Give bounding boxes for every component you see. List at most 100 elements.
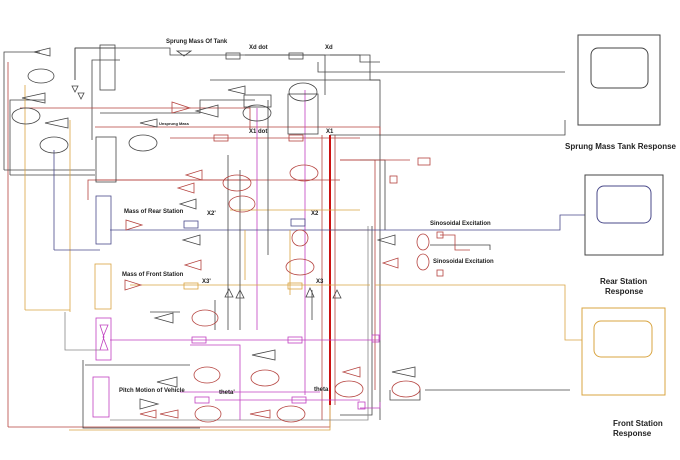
sum-block[interactable] bbox=[27, 68, 55, 84]
integrator-block[interactable] bbox=[291, 396, 307, 404]
sum-block[interactable] bbox=[391, 380, 421, 398]
sum-block[interactable] bbox=[128, 134, 158, 152]
gain-block[interactable] bbox=[227, 85, 246, 95]
gain-block[interactable] bbox=[21, 92, 46, 104]
sum-block[interactable] bbox=[194, 405, 222, 423]
gain-block[interactable] bbox=[139, 118, 158, 128]
integrator-block[interactable] bbox=[288, 52, 304, 60]
scope-label-front-station-2: Response bbox=[613, 429, 652, 438]
integrator-block[interactable] bbox=[183, 282, 199, 290]
label-unsprung-mass: Unsprung Mass bbox=[159, 121, 190, 126]
scope-rear-station[interactable] bbox=[584, 174, 664, 256]
gain-block[interactable] bbox=[139, 409, 157, 419]
gain-block[interactable] bbox=[235, 289, 245, 299]
display-block[interactable] bbox=[389, 175, 398, 184]
gain-block[interactable] bbox=[77, 92, 85, 100]
sum-block[interactable] bbox=[11, 107, 41, 125]
sum-block[interactable] bbox=[228, 195, 256, 213]
gain-block[interactable] bbox=[305, 287, 315, 298]
sum-block[interactable] bbox=[242, 104, 272, 122]
gain-block[interactable] bbox=[181, 234, 201, 246]
gain-block[interactable] bbox=[139, 398, 160, 410]
sum-block[interactable] bbox=[289, 164, 319, 182]
sum-block[interactable] bbox=[39, 136, 69, 154]
scope-front-station[interactable] bbox=[581, 307, 666, 396]
sum-block[interactable] bbox=[191, 309, 219, 327]
integrator-block[interactable] bbox=[287, 336, 303, 344]
sine-wave-block[interactable] bbox=[436, 269, 444, 277]
gain-blocks bbox=[21, 47, 416, 419]
integrator-block[interactable] bbox=[288, 134, 304, 142]
integrator-block[interactable] bbox=[287, 282, 303, 290]
scope-sprung-mass[interactable] bbox=[577, 34, 661, 126]
integrator-block[interactable] bbox=[213, 134, 229, 142]
mux-block[interactable] bbox=[99, 44, 116, 91]
gain-block[interactable] bbox=[153, 312, 174, 324]
label-x2: X2 bbox=[311, 211, 319, 217]
subsystem-block[interactable] bbox=[287, 93, 319, 135]
sine-wave-block[interactable] bbox=[436, 231, 444, 239]
gain-block[interactable] bbox=[183, 259, 202, 271]
integrator-blocks bbox=[92, 44, 444, 418]
sum-block[interactable] bbox=[291, 229, 309, 247]
gain-block[interactable] bbox=[251, 349, 276, 361]
sum-blocks bbox=[11, 68, 430, 423]
label-xd: Xd bbox=[325, 45, 333, 51]
label-x2-dot: X2' bbox=[207, 211, 216, 217]
sum-block[interactable] bbox=[193, 366, 221, 384]
sum-block[interactable] bbox=[416, 233, 430, 251]
label-pitch-motion: Pitch Motion of Vehicle bbox=[119, 388, 185, 394]
label-xd-dot: Xd dot bbox=[249, 45, 268, 51]
gain-block[interactable] bbox=[178, 198, 197, 210]
gain-block[interactable] bbox=[184, 169, 203, 181]
label-theta: theta bbox=[314, 387, 329, 393]
label-sin-excitation-2: Sinosoidal Excitation bbox=[433, 259, 494, 265]
display-block[interactable] bbox=[417, 157, 431, 166]
gain-block[interactable] bbox=[44, 117, 69, 129]
gain-block[interactable] bbox=[175, 50, 193, 57]
scope-label-rear-station-2: Response bbox=[605, 287, 644, 296]
mux-block[interactable] bbox=[94, 263, 112, 310]
gain-block[interactable] bbox=[156, 376, 178, 388]
gain-block[interactable] bbox=[224, 288, 234, 298]
sum-block[interactable] bbox=[250, 369, 280, 387]
gain-block[interactable] bbox=[159, 409, 179, 419]
sum-block[interactable] bbox=[416, 253, 430, 271]
subsystem-block[interactable] bbox=[243, 94, 272, 108]
scope-label-rear-station-1: Rear Station bbox=[600, 277, 647, 286]
display-block[interactable] bbox=[371, 334, 380, 343]
gain-block[interactable] bbox=[381, 257, 399, 269]
gain-block[interactable] bbox=[33, 47, 51, 57]
gain-block[interactable] bbox=[249, 409, 271, 419]
gain-block[interactable] bbox=[125, 219, 144, 231]
label-mass-front-station: Mass of Front Station bbox=[122, 272, 184, 278]
mux-block[interactable] bbox=[95, 136, 117, 183]
gain-block[interactable] bbox=[171, 101, 192, 114]
integrator-block[interactable] bbox=[191, 336, 207, 344]
sum-block[interactable] bbox=[222, 174, 252, 192]
gain-block[interactable] bbox=[391, 366, 416, 378]
integrator-block[interactable] bbox=[290, 218, 306, 227]
mux-block[interactable] bbox=[95, 195, 112, 245]
sum-block[interactable] bbox=[276, 405, 306, 423]
gain-block[interactable] bbox=[124, 279, 143, 291]
mux-block[interactable] bbox=[92, 376, 110, 418]
integrator-block[interactable] bbox=[225, 52, 241, 60]
label-x1-dot: X1 dot bbox=[249, 129, 267, 135]
gain-block[interactable] bbox=[71, 85, 79, 93]
gain-block[interactable] bbox=[376, 234, 396, 246]
gain-block[interactable] bbox=[194, 104, 219, 118]
integrator-block[interactable] bbox=[194, 396, 210, 404]
gain-block[interactable] bbox=[332, 289, 342, 299]
scope-label-front-station-1: Front Station bbox=[613, 419, 663, 428]
gain-block[interactable] bbox=[176, 182, 195, 194]
gain-block[interactable] bbox=[341, 366, 361, 378]
integrator-block[interactable] bbox=[183, 220, 199, 229]
display-block[interactable] bbox=[357, 401, 366, 410]
label-mass-rear-station: Mass of Rear Station bbox=[124, 209, 184, 215]
sum-block[interactable] bbox=[288, 82, 318, 102]
label-sin-excitation-1: Sinosoidal Excitation bbox=[430, 221, 491, 227]
sum-block[interactable] bbox=[285, 258, 315, 276]
saturation-block[interactable] bbox=[95, 317, 112, 361]
sum-block[interactable] bbox=[334, 380, 364, 398]
